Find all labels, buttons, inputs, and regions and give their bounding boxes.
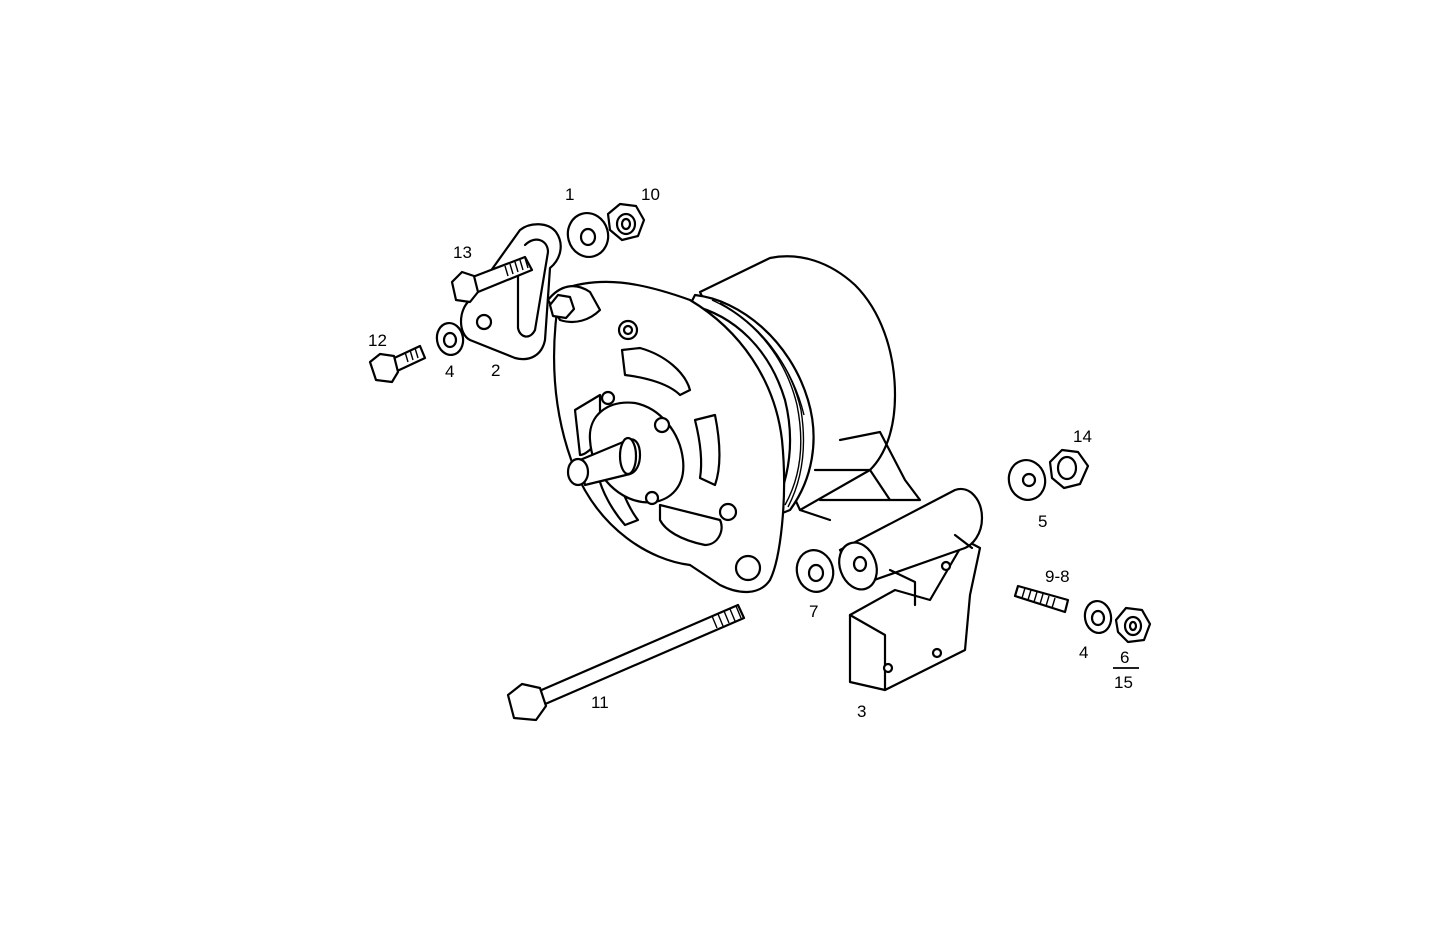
part-13-bolt [450, 255, 534, 304]
callout-13: 13 [453, 243, 472, 262]
part-5-washer [1007, 459, 1047, 501]
part-10-nut [606, 202, 646, 242]
callout-4-upper: 4 [445, 362, 454, 381]
callout-12: 12 [368, 331, 387, 350]
part-6-15-nut [1114, 606, 1152, 644]
callout-1: 1 [565, 185, 574, 204]
callout-9-8: 9-8 [1045, 567, 1070, 586]
callout-3: 3 [857, 702, 866, 721]
callout-5: 5 [1038, 512, 1047, 531]
callout-11: 11 [591, 693, 609, 712]
part-1-washer [566, 212, 610, 258]
part-3-mounting-bracket [838, 487, 984, 692]
part-11-long-bolt [506, 603, 746, 722]
callout-labels: 1 10 13 12 4 2 14 5 9-8 7 4 6 15 11 3 [368, 185, 1139, 721]
callout-7: 7 [809, 602, 818, 621]
part-4-washer-upper [435, 321, 465, 357]
part-7-washer [795, 549, 835, 593]
part-14-nut [1048, 448, 1090, 490]
shaft-hub [566, 390, 685, 506]
callout-15: 15 [1114, 673, 1133, 692]
callout-14: 14 [1073, 427, 1092, 446]
part-9-8-stud [1013, 584, 1070, 614]
part-4-washer-lower [1083, 599, 1113, 635]
callout-2: 2 [491, 361, 500, 380]
callout-6: 6 [1120, 648, 1129, 667]
part-12-bolt [368, 344, 427, 384]
callout-10: 10 [641, 185, 660, 204]
part-2-adjusting-bracket [459, 223, 562, 361]
callout-4-lower: 4 [1079, 643, 1088, 662]
